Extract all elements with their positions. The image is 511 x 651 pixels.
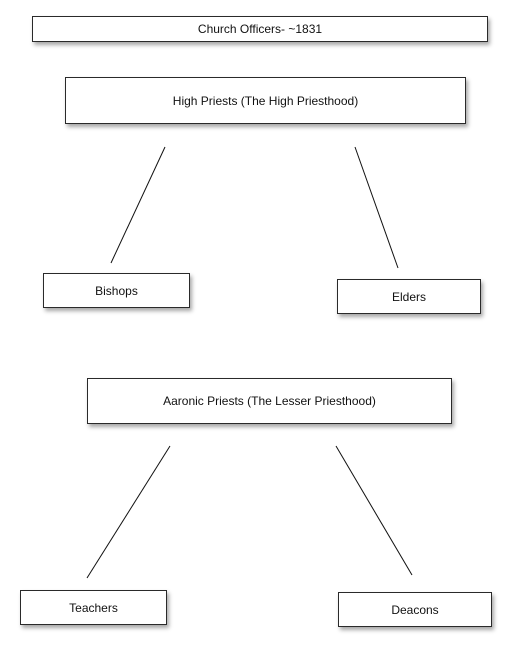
node-teachers: Teachers <box>20 590 167 625</box>
node-bishops: Bishops <box>43 273 190 308</box>
node-aaronic-priests: Aaronic Priests (The Lesser Priesthood) <box>87 378 452 424</box>
node-elders: Elders <box>337 279 481 314</box>
node-high-priests: High Priests (The High Priesthood) <box>65 77 466 124</box>
connector-aaronic-priests-to-deacons <box>335 445 413 576</box>
connector-high-priests-to-bishops <box>110 146 166 264</box>
connector-high-priests-to-elders <box>354 146 399 269</box>
diagram-title: Church Officers- ~1831 <box>32 16 488 42</box>
node-deacons: Deacons <box>338 592 492 627</box>
connector-aaronic-priests-to-teachers <box>86 445 171 579</box>
